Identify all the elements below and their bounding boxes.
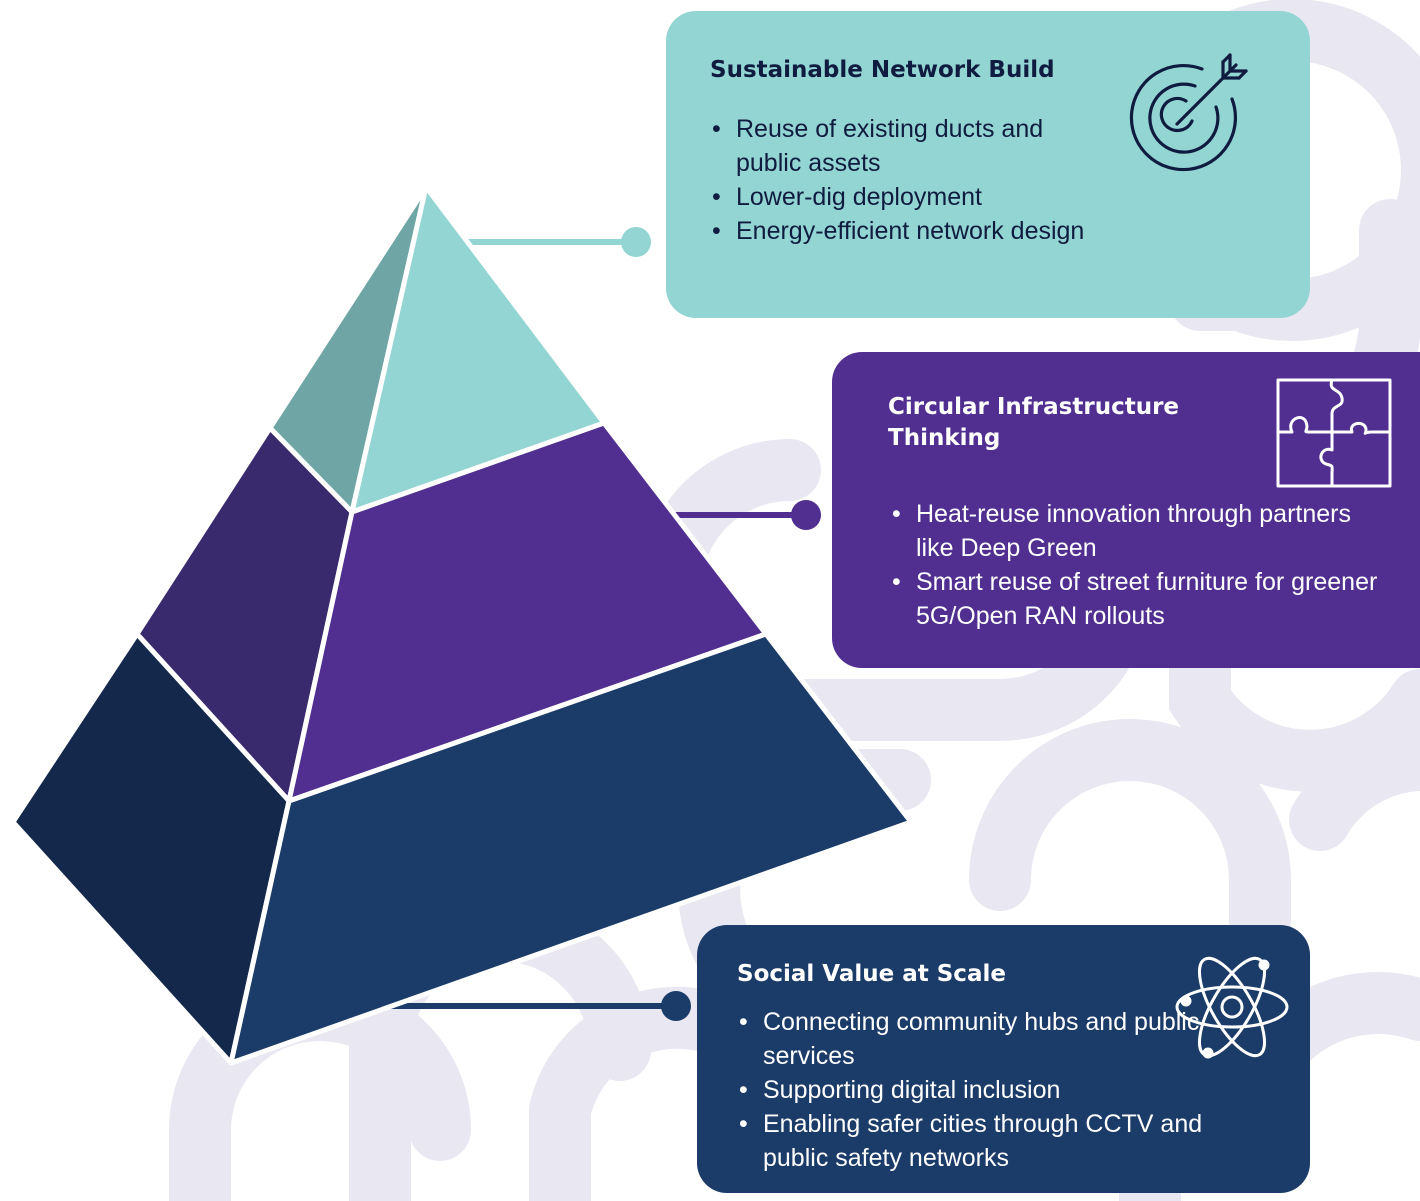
list-item: Lower-dig deployment xyxy=(710,180,1090,214)
card-circular-infrastructure-thinking: Circular Infrastructure Thinking Heat-re… xyxy=(832,352,1420,668)
atom-icon xyxy=(1175,956,1289,1059)
list-item: Connecting community hubs and public ser… xyxy=(737,1005,1207,1073)
list-item: Reuse of existing ducts and public asset… xyxy=(710,112,1090,180)
connector-dot-network xyxy=(621,227,651,257)
target-icon xyxy=(1129,53,1248,172)
list-item: Enabling safer cities through CCTV and p… xyxy=(737,1107,1207,1175)
card-title: Circular Infrastructure Thinking xyxy=(888,394,1180,451)
list-item: Smart reuse of street furniture for gree… xyxy=(890,565,1390,633)
list-item: Energy-efficient network design xyxy=(710,214,1090,248)
pyramid-bottom-right-face xyxy=(228,631,914,1066)
bullet-list: Reuse of existing ducts and public asset… xyxy=(710,112,1090,248)
connector-dot-circular xyxy=(791,500,821,530)
card-title: Sustainable Network Build xyxy=(710,57,1055,83)
puzzle-icon xyxy=(1276,378,1392,488)
card-social-value-at-scale: Social Value at Scale Connecting communi… xyxy=(697,925,1310,1193)
bullet-list: Heat-reuse innovation through partners l… xyxy=(890,497,1390,633)
bullet-list: Connecting community hubs and public ser… xyxy=(737,1005,1207,1175)
card-title: Social Value at Scale xyxy=(737,961,1006,987)
connector-dot-social xyxy=(661,991,691,1021)
list-item: Supporting digital inclusion xyxy=(737,1073,1207,1107)
card-sustainable-network-build: Sustainable Network Build Reuse of exist… xyxy=(666,11,1310,318)
list-item: Heat-reuse innovation through partners l… xyxy=(890,497,1390,565)
connector-lines xyxy=(380,227,821,1021)
